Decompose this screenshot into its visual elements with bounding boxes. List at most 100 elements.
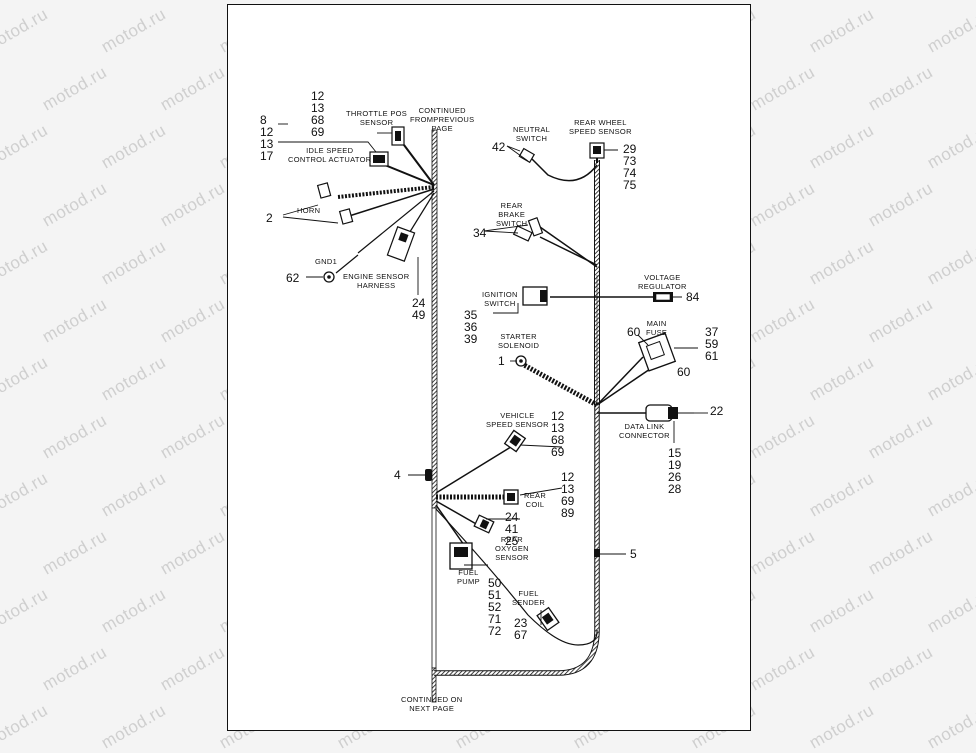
watermark-text: motod.ru (806, 4, 878, 57)
watermark-text: motod.ru (39, 526, 111, 579)
leader-lines (278, 123, 708, 625)
voltage-regulator-label: VOLTAGE REGULATOR (638, 273, 687, 291)
watermark-text: motod.ru (806, 236, 878, 289)
watermark-text: motod.ru (98, 584, 170, 637)
watermark-text: motod.ru (747, 526, 819, 579)
watermark-text: motod.ru (924, 584, 976, 637)
rear-wheel-speed-sensor-label: REAR WHEEL SPEED SENSOR (569, 118, 632, 136)
vehicle-speed-sensor-refs: 12 13 68 69 (551, 409, 565, 459)
wiring-diagram (278, 123, 708, 703)
idle-speed-control-actuator-refs: 8 12 13 17 (260, 113, 274, 163)
rear-oxygen-sensor-refs: 24 41 25 (505, 510, 519, 548)
throttle-pos-sensor-label: THROTTLE POS SENSOR (346, 109, 408, 127)
harness-clip-4-ref: 4 (394, 468, 401, 482)
engine-sensor-harness-connector (386, 226, 416, 262)
data-link-connector-refs-bottom: 15 19 26 28 (668, 446, 682, 496)
watermark-text: motod.ru (39, 642, 111, 695)
starter-solenoid-ring-terminal (515, 355, 527, 367)
watermark-text: motod.ru (157, 410, 229, 463)
watermark-text: motod.ru (39, 294, 111, 347)
watermark-text: motod.ru (806, 700, 878, 753)
watermark-text: motod.ru (865, 178, 937, 231)
gnd1-ref: 62 (286, 271, 300, 285)
fuel-sender-label: FUEL SENDER (512, 589, 546, 607)
rear-coil-connector (503, 489, 519, 505)
neutral-switch-ref: 42 (492, 140, 506, 154)
data-link-connector-ref-right: 22 (710, 404, 724, 418)
watermark-text: motod.ru (0, 352, 52, 405)
rear-brake-switch-label: REAR BRAKE SWITCH (496, 201, 528, 228)
watermark-text: motod.ru (806, 468, 878, 521)
rear-oxygen-sensor-label: REAR OXYGEN SENSOR (495, 535, 529, 562)
engine-sensor-harness-refs: 24 49 (412, 296, 426, 322)
neutral-switch-label: NEUTRAL SWITCH (513, 125, 551, 143)
watermark-text: motod.ru (865, 294, 937, 347)
main-fuse-holder (637, 332, 677, 372)
ignition-switch-connector (522, 286, 548, 306)
watermark-text: motod.ru (39, 410, 111, 463)
harness-clip-5-ref: 5 (630, 547, 637, 561)
watermark-text: motod.ru (39, 178, 111, 231)
idle-speed-control-actuator-label: IDLE SPEED CONTROL ACTUATOR (288, 146, 372, 164)
harness-clip-4 (408, 469, 432, 481)
right-side-breakouts (522, 154, 654, 414)
fuel-sender-connector (536, 606, 560, 632)
rear-brake-switch-connectors (512, 217, 544, 242)
fuel-pump-label: FUEL PUMP (457, 568, 480, 586)
watermark-text: motod.ru (747, 410, 819, 463)
watermark-text: motod.ru (0, 4, 52, 57)
watermark-text: motod.ru (924, 700, 976, 753)
neutral-switch-connector (518, 147, 536, 164)
watermark-text: motod.ru (157, 178, 229, 231)
watermark-text: motod.ru (0, 236, 52, 289)
rear-wheel-speed-sensor-refs: 29 73 74 75 (623, 142, 637, 192)
continued-from-previous-page-label: CONTINUED FROMPREVIOUS PAGE (410, 106, 475, 133)
watermark-text: motod.ru (747, 294, 819, 347)
watermark-text: motod.ru (98, 468, 170, 521)
watermark-text: motod.ru (157, 642, 229, 695)
throttle-pos-sensor-connector (391, 126, 405, 146)
watermark-text: motod.ru (747, 642, 819, 695)
main-fuse-ref-bottom: 60 (677, 365, 691, 379)
watermark-text: motod.ru (924, 352, 976, 405)
watermark-text: motod.ru (98, 700, 170, 753)
watermark-text: motod.ru (747, 178, 819, 231)
watermark-text: motod.ru (98, 352, 170, 405)
watermark-text: motod.ru (98, 4, 170, 57)
watermark-text: motod.ru (39, 62, 111, 115)
voltage-regulator-connector (653, 292, 682, 302)
idle-speed-actuator-connector (369, 151, 389, 167)
main-fuse-refs-right: 37 59 61 (705, 325, 719, 363)
watermark-text: motod.ru (924, 236, 976, 289)
rear-wheel-speed-sensor-connector (589, 142, 618, 159)
fuel-pump-connector (449, 542, 473, 570)
watermark-text: motod.ru (98, 120, 170, 173)
horn-ref: 2 (266, 211, 273, 225)
upper-breakouts (335, 144, 435, 274)
harness-clip-5 (594, 549, 600, 557)
ignition-switch-label: IGNITION SWITCH (482, 290, 518, 308)
data-link-connector-label: DATA LINK CONNECTOR (619, 422, 670, 440)
watermark-text: motod.ru (865, 410, 937, 463)
starter-solenoid-ref: 1 (498, 354, 505, 368)
continued-on-next-page-label: CONTINUED ON NEXT PAGE (401, 695, 463, 713)
main-fuse-label: MAIN FUSE (646, 319, 668, 337)
main-fuse-ref-left: 60 (627, 325, 641, 339)
watermark-text: motod.ru (98, 236, 170, 289)
throttle-pos-sensor-refs: 12 13 68 69 (311, 89, 325, 139)
rear-brake-switch-ref: 34 (473, 226, 487, 240)
rear-coil-label: REAR COIL (524, 491, 547, 509)
watermark-text: motod.ru (806, 584, 878, 637)
watermark-text: motod.ru (806, 120, 878, 173)
vehicle-speed-sensor-label: VEHICLE SPEED SENSOR (486, 411, 549, 429)
horn-connectors (316, 182, 354, 225)
watermark-text: motod.ru (0, 700, 52, 753)
diagram-frame: CONTINUED FROMPREVIOUS PAGE CONTINUED ON… (227, 4, 751, 731)
gnd1-ring-terminal (323, 271, 335, 283)
watermark-text: motod.ru (924, 468, 976, 521)
starter-solenoid-label: STARTER SOLENOID (498, 332, 540, 350)
horn-label: HORN (297, 206, 321, 215)
data-link-connector (645, 404, 694, 422)
gnd1-label: GND1 (315, 257, 338, 266)
fuel-pump-refs: 50 51 52 71 72 (488, 576, 502, 638)
